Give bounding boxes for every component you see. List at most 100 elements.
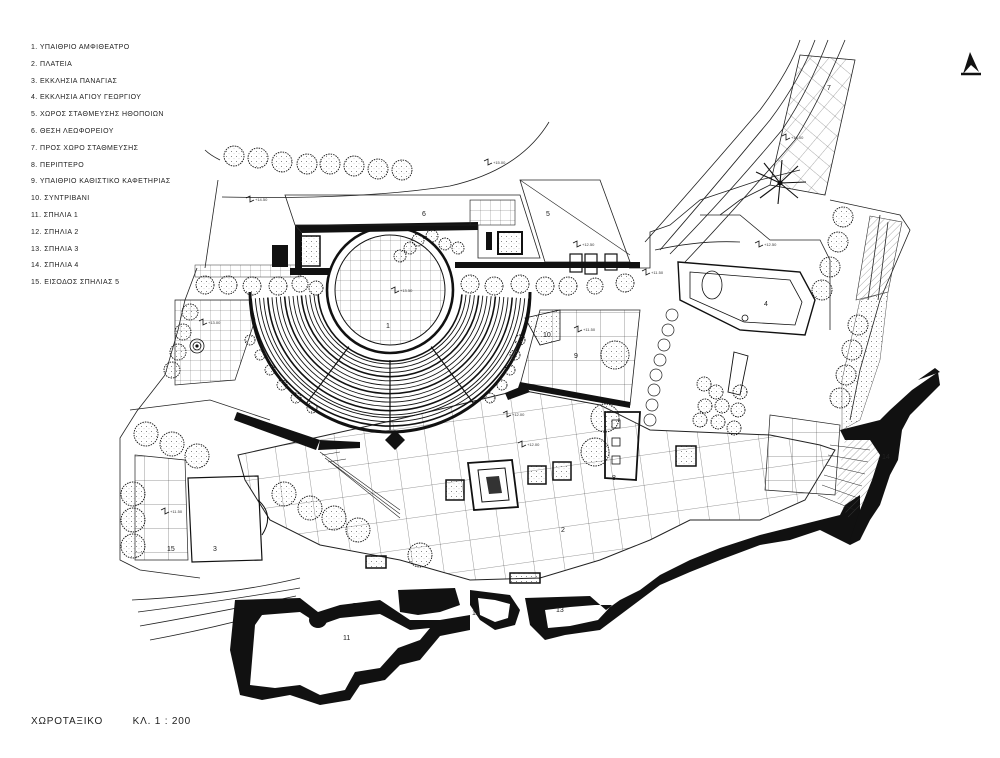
tree-icon [411, 233, 425, 247]
tree-icon [697, 398, 713, 414]
legend-item: 2. ΠΛΑΤΕΙΑ [31, 60, 73, 68]
legend-item: 9. ΥΠΑΙΘΡΙΟ ΚΑΘΙΣΤΙΚΟ ΚΑΦΕΤΗΡΙΑΣ [31, 178, 171, 186]
level-marks: +13.50 +15.00 +14.50 +13.00 +12.50 +11.5… [160, 133, 804, 515]
tree-icon [247, 147, 269, 169]
central-monument [466, 459, 520, 511]
tree-icon [223, 145, 245, 167]
tree-icon [580, 437, 610, 467]
cave-floors [835, 440, 880, 520]
tree-icon [708, 384, 724, 400]
tree-icon [184, 443, 210, 469]
level-mark: +12.00 [527, 442, 540, 447]
tree-icon [438, 237, 452, 251]
palm-tree-icon [755, 159, 807, 205]
tree-icon [615, 273, 635, 293]
tree-icon [600, 340, 630, 370]
tree-icon [242, 276, 262, 296]
tree-icon [730, 402, 746, 418]
level-mark: +14.50 [255, 197, 268, 202]
level-mark: +16.00 [791, 135, 804, 140]
tree-icon [159, 431, 185, 457]
legend-item: 12. ΣΠΗΛΙΑ 2 [31, 228, 79, 236]
tree-icon [195, 275, 215, 295]
legend-item: 3. ΕΚΚΛΗΣΙΑ ΠΑΝΑΓΙΑΣ [31, 77, 118, 85]
plan-label-4: 4 [764, 301, 768, 308]
level-mark: +13.00 [208, 320, 221, 325]
tree-icon [308, 280, 324, 296]
tree-icon [710, 414, 726, 430]
legend-item: 1. ΥΠΑΙΘΡΙΟ ΑΜΦΙΘΕΑΤΡΟ [31, 44, 130, 51]
legend-item: 10. ΣΥΝΤΡΙΒΑΝΙ [31, 195, 90, 203]
tree-icon [847, 314, 869, 336]
plan-label-13: 13 [556, 607, 564, 614]
aisle [306, 346, 350, 404]
fountain-area [524, 309, 561, 346]
drawing-scale: ΚΛ. 1 : 200 [132, 716, 191, 727]
level-mark: +12.50 [582, 242, 595, 247]
tree-icon [268, 276, 288, 296]
level-mark: +13.50 [400, 288, 413, 293]
tree-icon [254, 349, 266, 361]
tree-icon [832, 206, 854, 228]
tree-icon [345, 517, 371, 543]
embankment [855, 215, 903, 301]
tree-icon [319, 153, 341, 175]
tree-icon [290, 392, 302, 404]
tree-icon [510, 274, 530, 294]
legend-item: 7. ΠΡΟΣ ΧΩΡΟ ΣΤΑΘΜΕΥΣΗΣ [31, 144, 139, 152]
level-mark: +15.00 [493, 160, 506, 165]
level-mark: +12.00 [512, 412, 525, 417]
tree-icon [425, 229, 439, 243]
tree-icon [726, 420, 742, 436]
tree-icon [296, 153, 318, 175]
tree-icon [218, 275, 238, 295]
tree-icon [451, 241, 465, 255]
amphitheatre [248, 222, 532, 434]
tree-icon [174, 323, 192, 341]
tree-icon [120, 507, 146, 533]
tree-icon [509, 349, 521, 361]
plan-label-9: 9 [574, 353, 578, 360]
plan-label-5: 5 [546, 211, 550, 218]
tree-icon [811, 279, 833, 301]
plan-label-7: 7 [827, 85, 831, 92]
tree-icon [321, 505, 347, 531]
plan-label-14: 14 [882, 454, 890, 461]
trees [120, 145, 869, 568]
plan-label-2: 2 [561, 527, 565, 534]
tree-icon [367, 158, 389, 180]
plan-label-6: 6 [422, 211, 426, 218]
retaining-walls [234, 385, 530, 450]
tree-icon [271, 481, 297, 507]
north-arrow-icon [961, 52, 981, 76]
legend-list: 1. ΥΠΑΙΘΡΙΟ ΑΜΦΙΘΕΑΤΡΟ 2. ΠΛΑΤΕΙΑ 3. ΕΚΚ… [31, 44, 171, 296]
tree-icon [244, 334, 256, 346]
planter-boxes [365, 445, 697, 584]
stairs-to-parking [719, 54, 856, 216]
tree-icon [514, 334, 526, 346]
church-agios-georgios [677, 261, 816, 396]
tree-icon [120, 533, 146, 559]
tree-icon [841, 339, 863, 361]
legend-item: 6. ΘΕΣΗ ΛΕΩΦΟΡΕΙΟΥ [31, 127, 114, 135]
tree-icon [264, 364, 276, 376]
plan-number-labels: 1 2 3 4 5 6 7 8 9 10 11 12 13 14 15 [167, 85, 890, 642]
tree-icon [163, 361, 181, 379]
tree-icon [393, 249, 407, 263]
tree-icon [558, 276, 578, 296]
tree-icon [819, 256, 841, 278]
tree-icon [181, 303, 199, 321]
tree-icon [407, 542, 433, 568]
tree-icon [343, 155, 365, 177]
aisle [430, 346, 474, 404]
tree-icon [484, 392, 496, 404]
level-mark: +11.50 [170, 509, 183, 514]
plan-label-10: 10 [543, 332, 551, 339]
tree-icon [835, 364, 857, 386]
fountain-icon [189, 338, 205, 354]
legend-item: 4. ΕΚΚΛΗΣΙΑ ΑΓΙΟΥ ΓΕΩΡΓΙΟΥ [31, 94, 142, 102]
tree-icon [271, 151, 293, 173]
tree-icon [403, 241, 417, 255]
actors-parking [519, 179, 631, 275]
